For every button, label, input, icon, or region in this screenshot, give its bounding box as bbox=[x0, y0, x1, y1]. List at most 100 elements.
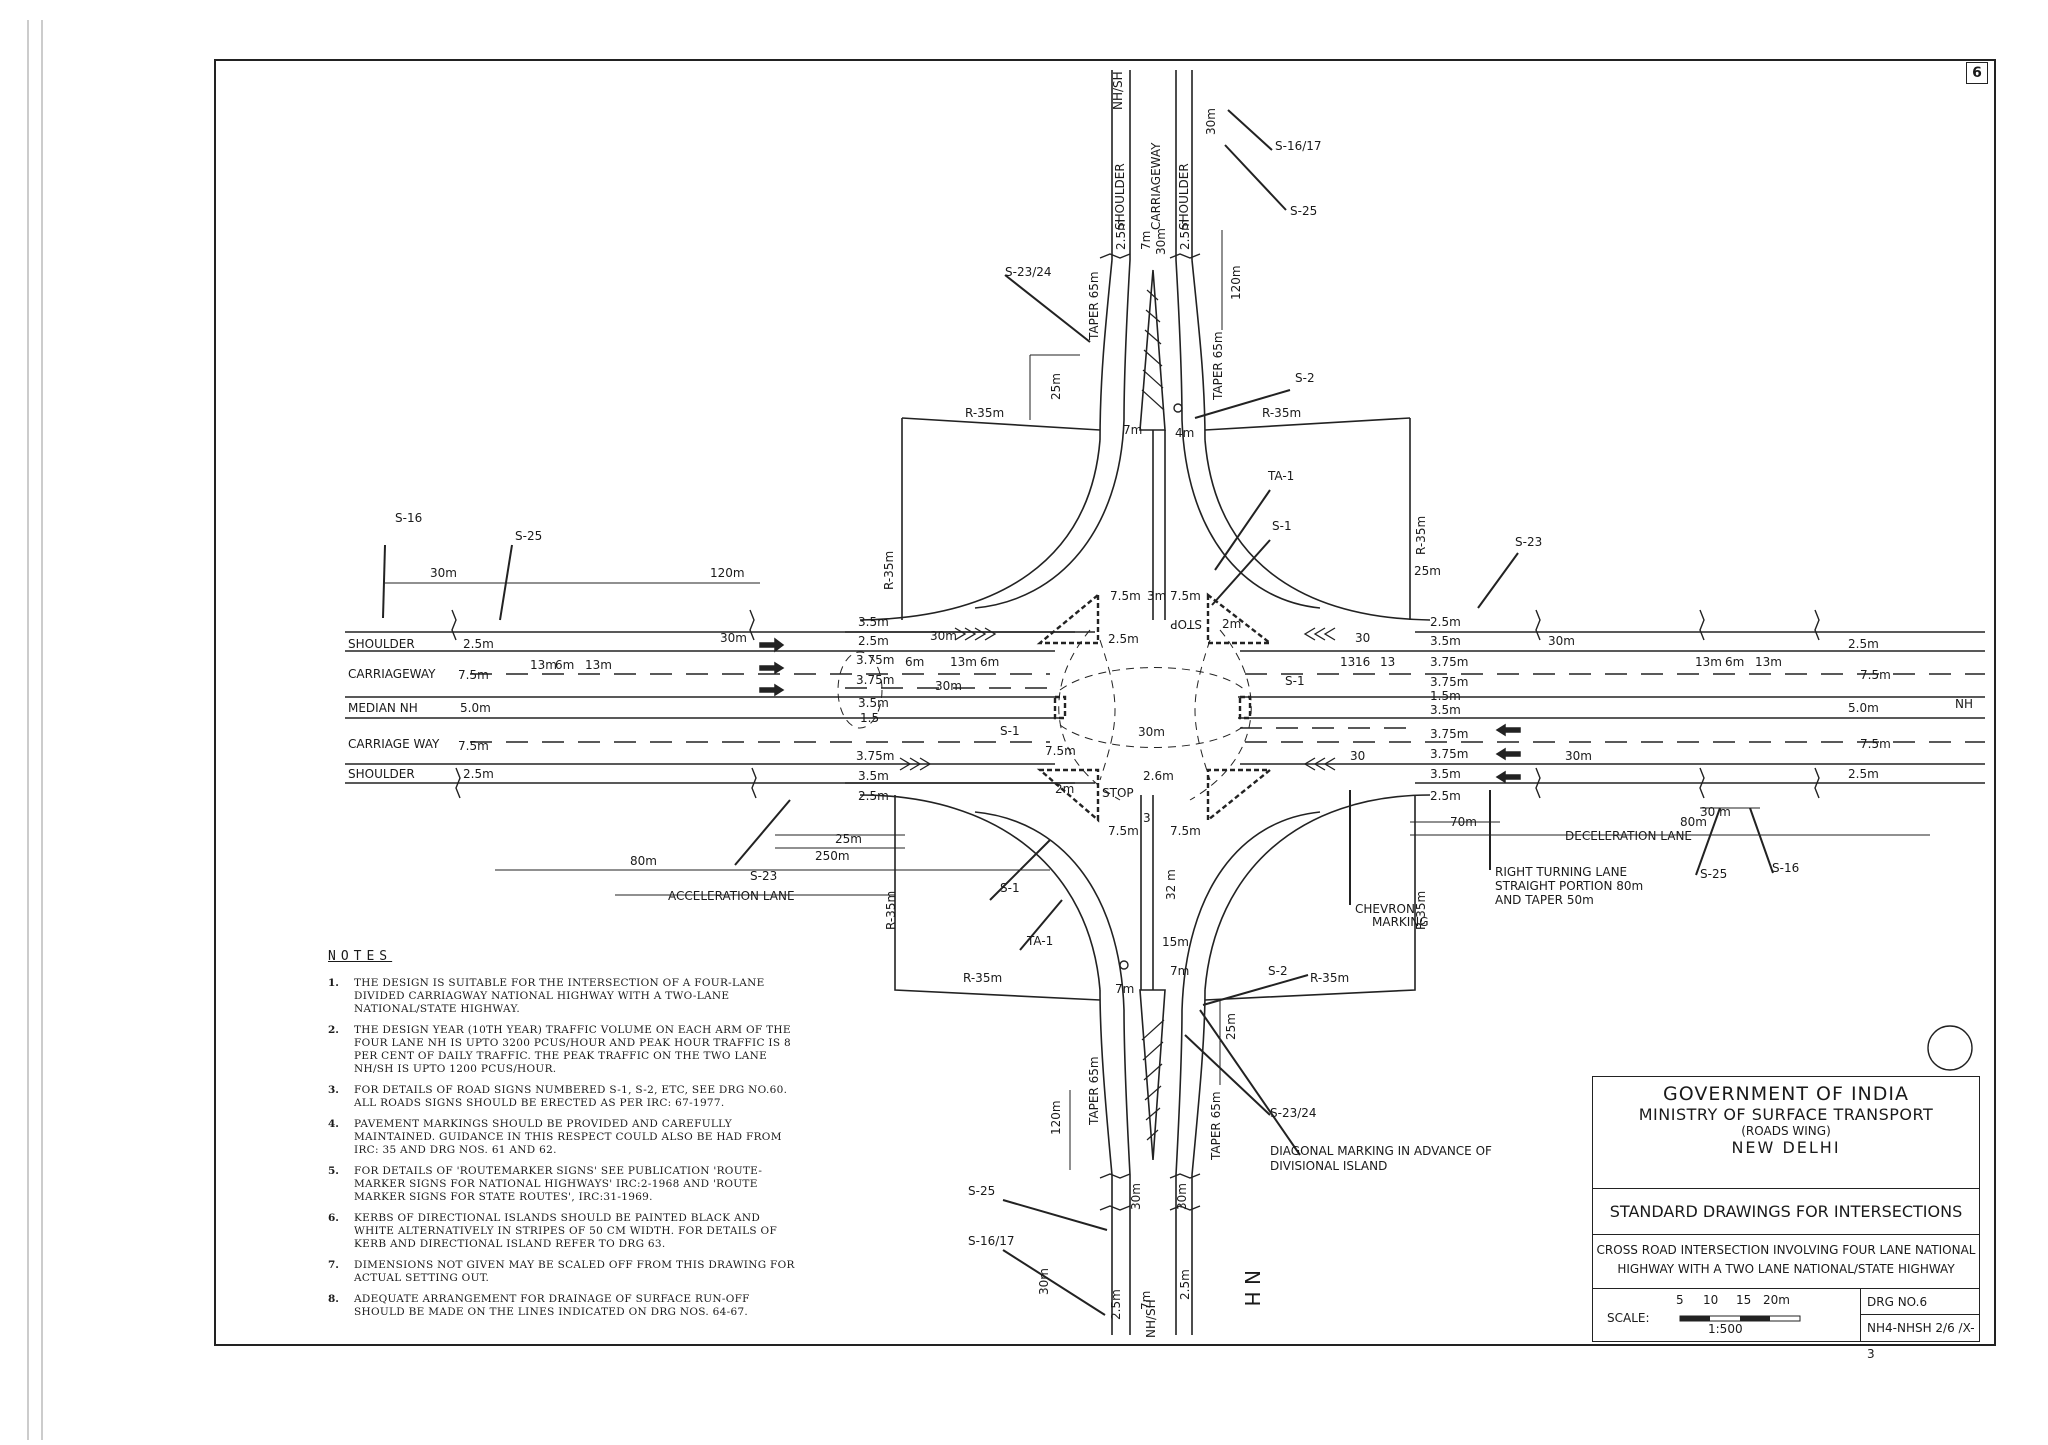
title-wing: (ROADS WING) bbox=[1741, 1124, 1831, 1138]
dim: 30 bbox=[1350, 749, 1365, 763]
dim: 3.5m bbox=[858, 769, 889, 783]
dim: 7.5m bbox=[1170, 824, 1201, 838]
label-nh-handwritten: N H bbox=[1240, 1270, 1264, 1306]
note-right-turn: AND TAPER 50m bbox=[1495, 893, 1594, 907]
note-number: 1. bbox=[328, 977, 339, 989]
sign-s1617-south: S-16/17 bbox=[968, 1234, 1015, 1248]
dim: 3.75m bbox=[856, 749, 894, 763]
note-number: 3. bbox=[328, 1084, 339, 1096]
dim: 120m bbox=[1049, 1100, 1063, 1135]
dim: R-35m bbox=[884, 891, 898, 930]
dim: 2.5m bbox=[858, 634, 889, 648]
dim: 3.5m bbox=[1430, 634, 1461, 648]
dim: 30m bbox=[1565, 749, 1592, 763]
label-shoulder-top: SHOULDER bbox=[348, 637, 415, 651]
sign-s2324-south: S-23/24 bbox=[1270, 1106, 1317, 1120]
dim: 3 bbox=[1143, 811, 1151, 825]
dim: 7m bbox=[1139, 231, 1153, 250]
note-text: Dimensions not given may be scaled off f… bbox=[354, 1259, 795, 1284]
scale-block: SCALE: 5 10 15 20m 1:500 bbox=[1593, 1289, 1861, 1341]
dim: 3.5m bbox=[858, 696, 889, 710]
sign-s1-south: S-1 bbox=[1000, 881, 1020, 895]
sign-s23-west: S-23 bbox=[750, 869, 777, 883]
sign-s23-east: S-23 bbox=[1515, 535, 1542, 549]
note-item: 1. The design is suitable for the interse… bbox=[328, 977, 798, 1016]
dim: 2.5m bbox=[1178, 1269, 1192, 1300]
scale-label: SCALE: bbox=[1607, 1311, 1650, 1325]
dim: 30 bbox=[1355, 631, 1370, 645]
note-item: 4.Pavement markings should be provided a… bbox=[328, 1118, 798, 1157]
note-right-turn: STRAIGHT PORTION 80m bbox=[1495, 879, 1643, 893]
note-item: 7. Dimensions not given may be scaled off… bbox=[328, 1259, 798, 1285]
dim: 2.5m bbox=[1108, 632, 1139, 646]
sign-s2-north: S-2 bbox=[1295, 371, 1315, 385]
dim: 32 m bbox=[1164, 869, 1178, 900]
title-city: NEW DELHI bbox=[1731, 1138, 1841, 1157]
sign-s1-east: S-1 bbox=[1285, 674, 1305, 688]
dim: 13m bbox=[950, 655, 977, 669]
dim: 2m bbox=[1055, 782, 1074, 796]
notes-panel: NOTES 1.The design is suitable for the i… bbox=[328, 950, 798, 1327]
dim: 7.5m bbox=[1108, 824, 1139, 838]
label-taper: TAPER 65m bbox=[1087, 271, 1101, 341]
dim: 30m bbox=[430, 566, 457, 580]
dim: 25m bbox=[1414, 564, 1441, 578]
dim: 3.75m bbox=[856, 653, 894, 667]
dim: 3.75m bbox=[1430, 727, 1468, 741]
dim: 6m bbox=[905, 655, 924, 669]
label-nhsh-south: NH/SH bbox=[1144, 1299, 1158, 1338]
dim: 120m bbox=[710, 566, 745, 580]
dim: R-35m bbox=[1414, 891, 1428, 930]
stop-marking-north: STOP bbox=[1170, 617, 1202, 631]
sign-s25-north: S-25 bbox=[1290, 204, 1317, 218]
sign-s1-west: S-1 bbox=[1000, 724, 1020, 738]
dim: 250m bbox=[815, 849, 850, 863]
dim: 16 bbox=[1355, 655, 1370, 669]
dim: 30m bbox=[935, 679, 962, 693]
label-carriageway-bottom: CARRIAGE WAY bbox=[348, 737, 440, 751]
dim: R-35m bbox=[965, 406, 1004, 420]
dim: 7.5m bbox=[458, 739, 489, 753]
title-desc: highway with a two lane national/state h… bbox=[1617, 1262, 1955, 1276]
sign-s25-east: S-25 bbox=[1700, 867, 1727, 881]
dim: 1.5 bbox=[860, 711, 879, 725]
dim: 7.5m bbox=[458, 668, 489, 682]
label-shoulder-n2: SHOULDER bbox=[1177, 163, 1191, 230]
nh-road bbox=[345, 631, 1985, 784]
sign-ta1-north: TA-1 bbox=[1267, 469, 1294, 483]
dim: 2.5m bbox=[463, 637, 494, 651]
dim: 3.75m bbox=[856, 673, 894, 687]
dim: 7m bbox=[1139, 1291, 1153, 1310]
dim: 15m bbox=[1162, 935, 1189, 949]
label-carriageway-n: CARRIAGEWAY bbox=[1149, 142, 1163, 230]
note-text: The design year (10th year) traffic volu… bbox=[354, 1024, 791, 1075]
dim: R-35m bbox=[882, 551, 896, 590]
dim: 5.0m bbox=[460, 701, 491, 715]
stop-marking-south: STOP bbox=[1102, 786, 1134, 800]
note-number: 7. bbox=[328, 1259, 339, 1271]
dim: 7.5m bbox=[1860, 668, 1891, 682]
scale-bar bbox=[1679, 1315, 1801, 1322]
dim: 30m bbox=[1129, 1183, 1143, 1210]
title-block: GOVERNMENT OF INDIA MINISTRY OF SURFACE … bbox=[1592, 1076, 1980, 1361]
note-right-turn: RIGHT TURNING LANE bbox=[1495, 865, 1627, 879]
dim: 70m bbox=[1450, 815, 1477, 829]
drg-code: NH4-NHSH 2/6 /X-3 bbox=[1867, 1321, 1975, 1361]
sign-s25-south: S-25 bbox=[968, 1184, 995, 1198]
dim: 25m bbox=[1224, 1013, 1238, 1040]
scale-tick: 20m bbox=[1763, 1293, 1790, 1307]
note-number: 5. bbox=[328, 1165, 339, 1177]
note-number: 2. bbox=[328, 1024, 339, 1036]
dim: 30m bbox=[1204, 108, 1218, 135]
note-item: 3.For details of road signs numbered S-1… bbox=[328, 1084, 798, 1110]
title-desc: Cross road intersection involving four l… bbox=[1596, 1243, 1976, 1257]
dim: 80m bbox=[630, 854, 657, 868]
note-text: The design is suitable for the intersect… bbox=[354, 977, 765, 1015]
note-text: For details of 'Routemarker signs' see p… bbox=[354, 1165, 763, 1203]
note-text: Pavement markings should be provided and… bbox=[354, 1118, 782, 1156]
dim: R-35m bbox=[1310, 971, 1349, 985]
dim: 2.5m bbox=[1178, 219, 1192, 250]
dim: 30m bbox=[1175, 1183, 1189, 1210]
scale-tick: 15 bbox=[1736, 1293, 1752, 1307]
